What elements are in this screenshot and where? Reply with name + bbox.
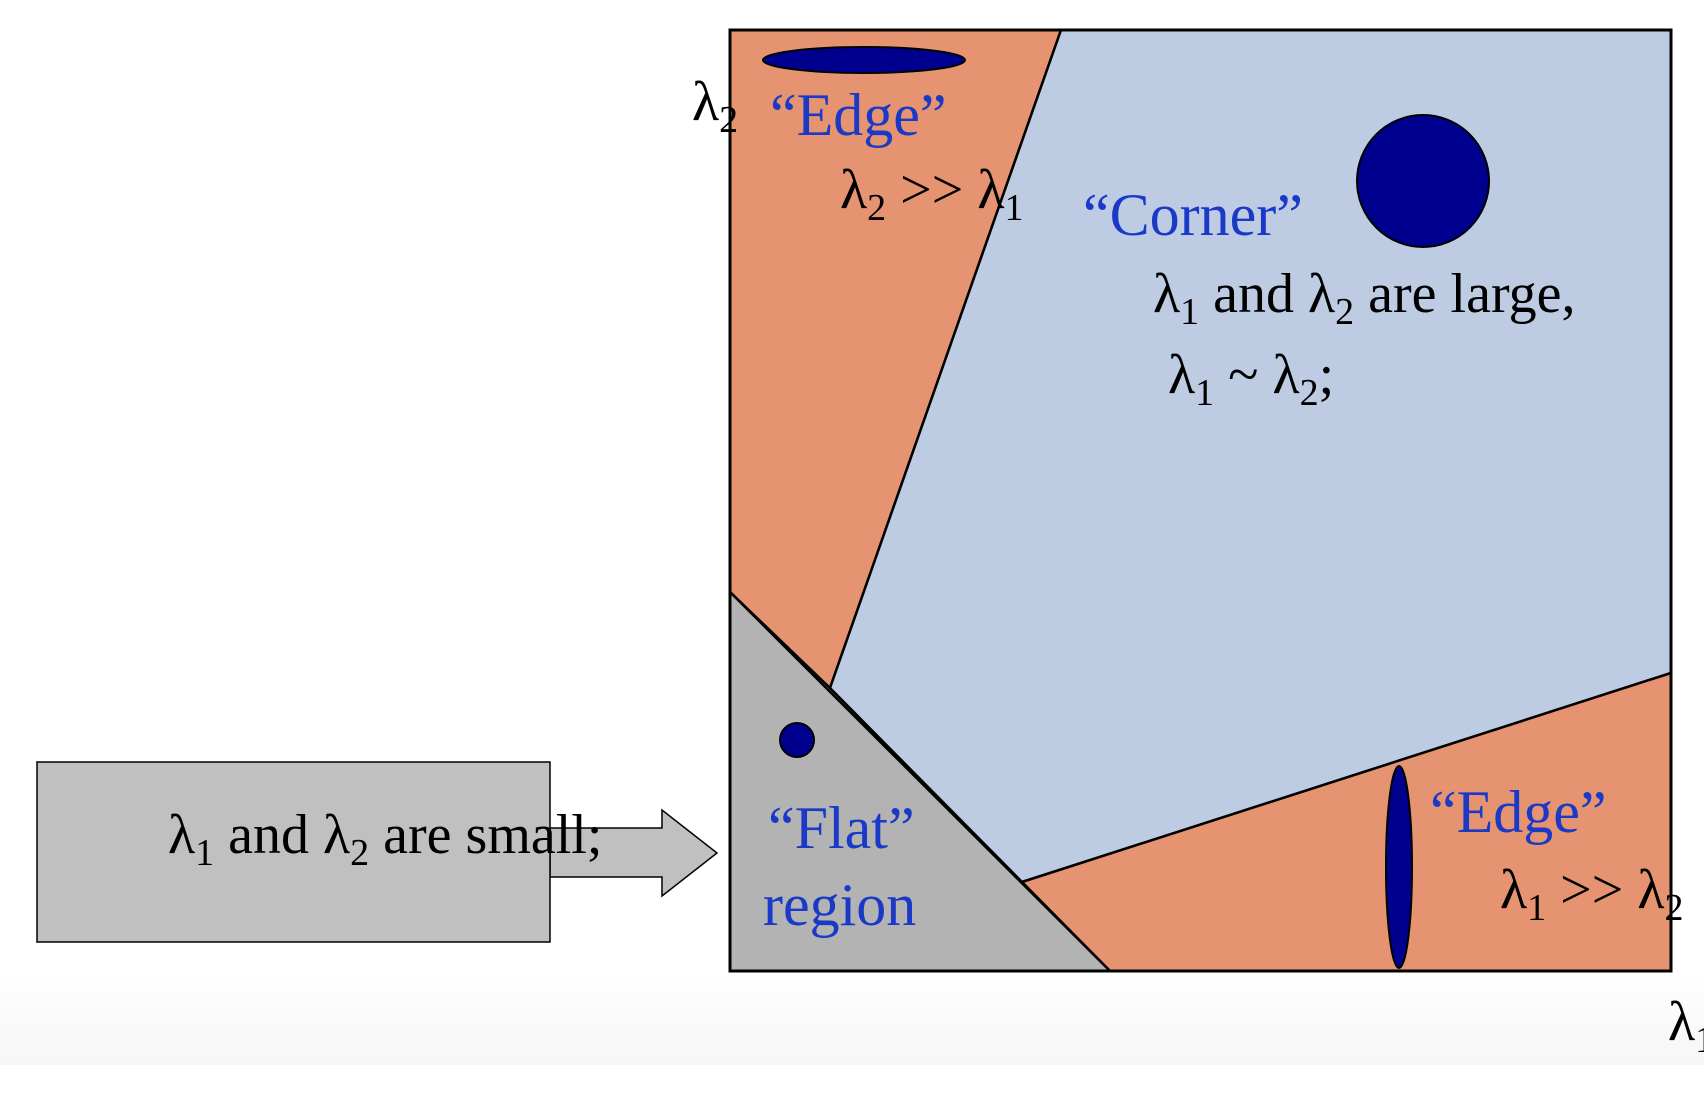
callout-text: λ1 and λ2 are small; — [70, 804, 672, 874]
corner-condition-1: λ1 and λ2 are large, — [1083, 263, 1617, 333]
edge-top-condition: λ2 >> λ1 — [770, 159, 1065, 233]
vertical-ellipse-icon — [1385, 765, 1413, 969]
plot-area — [728, 28, 1673, 973]
corner-condition-2: λ1 ~ λ2; — [1098, 344, 1376, 414]
corner-title: “Corner” — [1083, 182, 1303, 248]
callout-arrow — [549, 808, 719, 898]
edge-bottom-condition: λ1 >> λ2 — [1430, 859, 1704, 933]
edge-bottom-title: “Edge” — [1430, 779, 1607, 845]
edge-top-title: “Edge” — [770, 82, 947, 148]
callout-box — [36, 761, 551, 943]
flat-title: “Flat” — [768, 795, 915, 861]
large-circle-icon — [1356, 114, 1490, 248]
bottom-background-band — [0, 975, 1704, 1065]
flat-subtitle: region — [763, 872, 916, 938]
small-circle-icon — [779, 722, 815, 758]
plot-frame — [728, 28, 1673, 973]
flat-callout: λ1 and λ2 are small; — [36, 761, 719, 943]
x-axis-label: λ1 — [1598, 991, 1704, 1065]
horizontal-ellipse-icon — [762, 46, 966, 74]
y-axis-label: λ2 — [622, 71, 780, 145]
